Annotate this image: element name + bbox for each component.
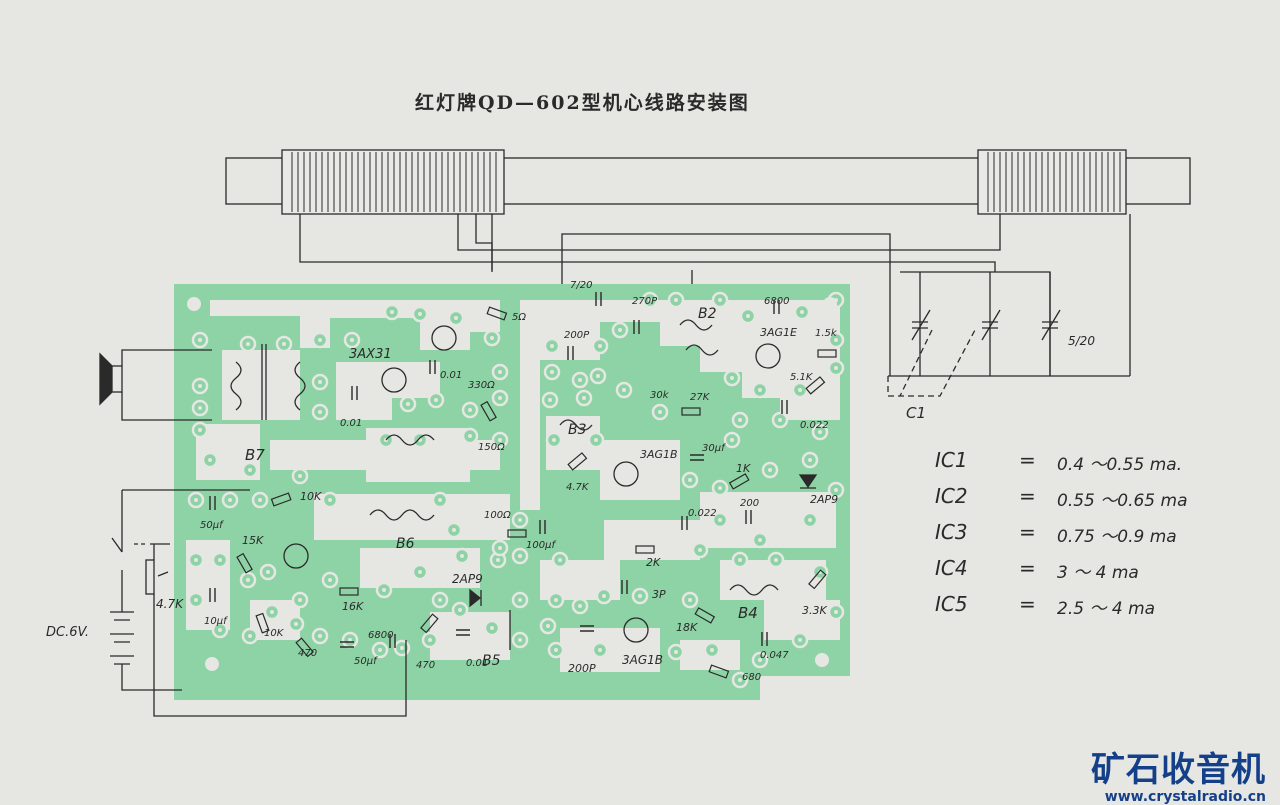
current-name: IC1 bbox=[935, 448, 968, 472]
svg-text:B6: B6 bbox=[396, 536, 415, 552]
capacitor-symbols bbox=[209, 292, 788, 648]
svg-text:3.3K: 3.3K bbox=[802, 604, 827, 617]
current-value: 0.55 ～0.65 ma bbox=[1057, 491, 1188, 511]
svg-text:200: 200 bbox=[740, 498, 759, 509]
svg-text:4.7K: 4.7K bbox=[566, 482, 590, 493]
current-equals: = bbox=[1019, 484, 1036, 508]
svg-text:200P: 200P bbox=[568, 662, 596, 675]
watermark: 矿石收音机 www.crystalradio.cn bbox=[1091, 742, 1266, 805]
current-name: IC2 bbox=[935, 484, 968, 508]
svg-text:18K: 18K bbox=[676, 621, 698, 634]
svg-text:0.01: 0.01 bbox=[340, 418, 362, 429]
current-name: IC3 bbox=[935, 520, 968, 544]
pcb-board bbox=[174, 284, 850, 700]
svg-text:5.1K: 5.1K bbox=[790, 372, 814, 383]
svg-text:3AG1E: 3AG1E bbox=[760, 326, 797, 339]
svg-text:6800: 6800 bbox=[368, 630, 393, 641]
svg-text:3AG1B: 3AG1B bbox=[622, 653, 663, 667]
svg-text:1.5k: 1.5k bbox=[815, 328, 838, 339]
svg-text:27K: 27K bbox=[690, 392, 711, 403]
watermark-logo: 矿石收音机 bbox=[1091, 750, 1266, 790]
current-value: 0.75 ～0.9 ma bbox=[1057, 527, 1177, 547]
svg-text:1K: 1K bbox=[736, 462, 751, 475]
components bbox=[99, 272, 1061, 717]
diode-symbols bbox=[469, 474, 818, 608]
svg-text:100μf: 100μf bbox=[526, 540, 556, 551]
transistor-symbols bbox=[283, 325, 781, 643]
current-value: 2.5 ～ 4 ma bbox=[1057, 599, 1156, 619]
svg-text:4.7K: 4.7K bbox=[156, 597, 184, 611]
svg-text:2AP9: 2AP9 bbox=[810, 493, 838, 506]
svg-text:5Ω: 5Ω bbox=[512, 312, 526, 323]
speaker-icon bbox=[99, 349, 212, 421]
svg-text:3AG1B: 3AG1B bbox=[640, 448, 678, 461]
current-name: IC4 bbox=[935, 556, 968, 580]
svg-text:2AP9: 2AP9 bbox=[452, 572, 483, 586]
svg-text:150Ω: 150Ω bbox=[478, 442, 505, 453]
svg-text:0.047: 0.047 bbox=[760, 650, 789, 661]
resistor-symbols bbox=[236, 306, 837, 679]
svg-text:200P: 200P bbox=[564, 330, 590, 341]
current-value: 0.4 ～0.55 ma. bbox=[1057, 455, 1183, 475]
svg-text:50μf: 50μf bbox=[354, 656, 378, 667]
svg-text:B2: B2 bbox=[698, 306, 717, 322]
tuning-capacitors bbox=[887, 272, 1061, 397]
svg-text:50μf: 50μf bbox=[200, 520, 224, 531]
svg-text:B5: B5 bbox=[482, 653, 501, 669]
svg-text:0.022: 0.022 bbox=[800, 420, 829, 431]
diagram-title: 红灯牌QD—602型机心线路安装图 bbox=[415, 92, 750, 114]
current-name: IC5 bbox=[935, 592, 968, 616]
svg-text:10K: 10K bbox=[300, 490, 322, 503]
battery-switch-pot bbox=[110, 489, 407, 717]
current-equals: = bbox=[1019, 520, 1036, 544]
svg-text:C1: C1 bbox=[906, 404, 926, 422]
svg-text:B4: B4 bbox=[738, 604, 758, 622]
coil-symbols bbox=[230, 319, 779, 650]
svg-text:0.01: 0.01 bbox=[466, 658, 488, 669]
svg-text:470: 470 bbox=[298, 648, 317, 659]
svg-text:16K: 16K bbox=[342, 600, 364, 613]
svg-text:0.01: 0.01 bbox=[440, 370, 462, 381]
svg-text:B7: B7 bbox=[245, 446, 265, 464]
svg-text:10μf: 10μf bbox=[204, 616, 228, 627]
svg-text:DC.6V.: DC.6V. bbox=[46, 625, 89, 640]
svg-text:15K: 15K bbox=[242, 534, 264, 547]
svg-text:100Ω: 100Ω bbox=[484, 510, 511, 521]
component-labels: 3AX31 3AG1E 3AG1B 3AG1B 2AP9 2AP9 B7 B2 … bbox=[46, 280, 1095, 683]
svg-text:6800: 6800 bbox=[764, 296, 789, 307]
svg-text:5/20: 5/20 bbox=[1068, 334, 1095, 348]
svg-text:3AX31: 3AX31 bbox=[349, 347, 392, 362]
svg-text:680: 680 bbox=[742, 672, 761, 683]
svg-text:3P: 3P bbox=[652, 588, 666, 601]
svg-text:B3: B3 bbox=[568, 422, 587, 438]
current-value: 3 ～ 4 ma bbox=[1057, 563, 1139, 583]
svg-text:30μf: 30μf bbox=[702, 443, 726, 454]
watermark-url: www.crystalradio.cn bbox=[1104, 789, 1266, 805]
svg-text:270P: 270P bbox=[632, 296, 658, 307]
svg-text:330Ω: 330Ω bbox=[468, 380, 495, 391]
svg-text:2K: 2K bbox=[646, 556, 661, 569]
svg-text:30k: 30k bbox=[650, 390, 670, 401]
svg-text:470: 470 bbox=[416, 660, 435, 671]
current-equals: = bbox=[1019, 448, 1036, 472]
current-equals: = bbox=[1019, 556, 1036, 580]
ferrite-rod-antenna bbox=[225, 149, 1191, 215]
current-equals: = bbox=[1019, 592, 1036, 616]
svg-text:0.022: 0.022 bbox=[688, 508, 717, 519]
svg-text:7/20: 7/20 bbox=[570, 280, 592, 291]
svg-text:10K: 10K bbox=[264, 628, 285, 639]
